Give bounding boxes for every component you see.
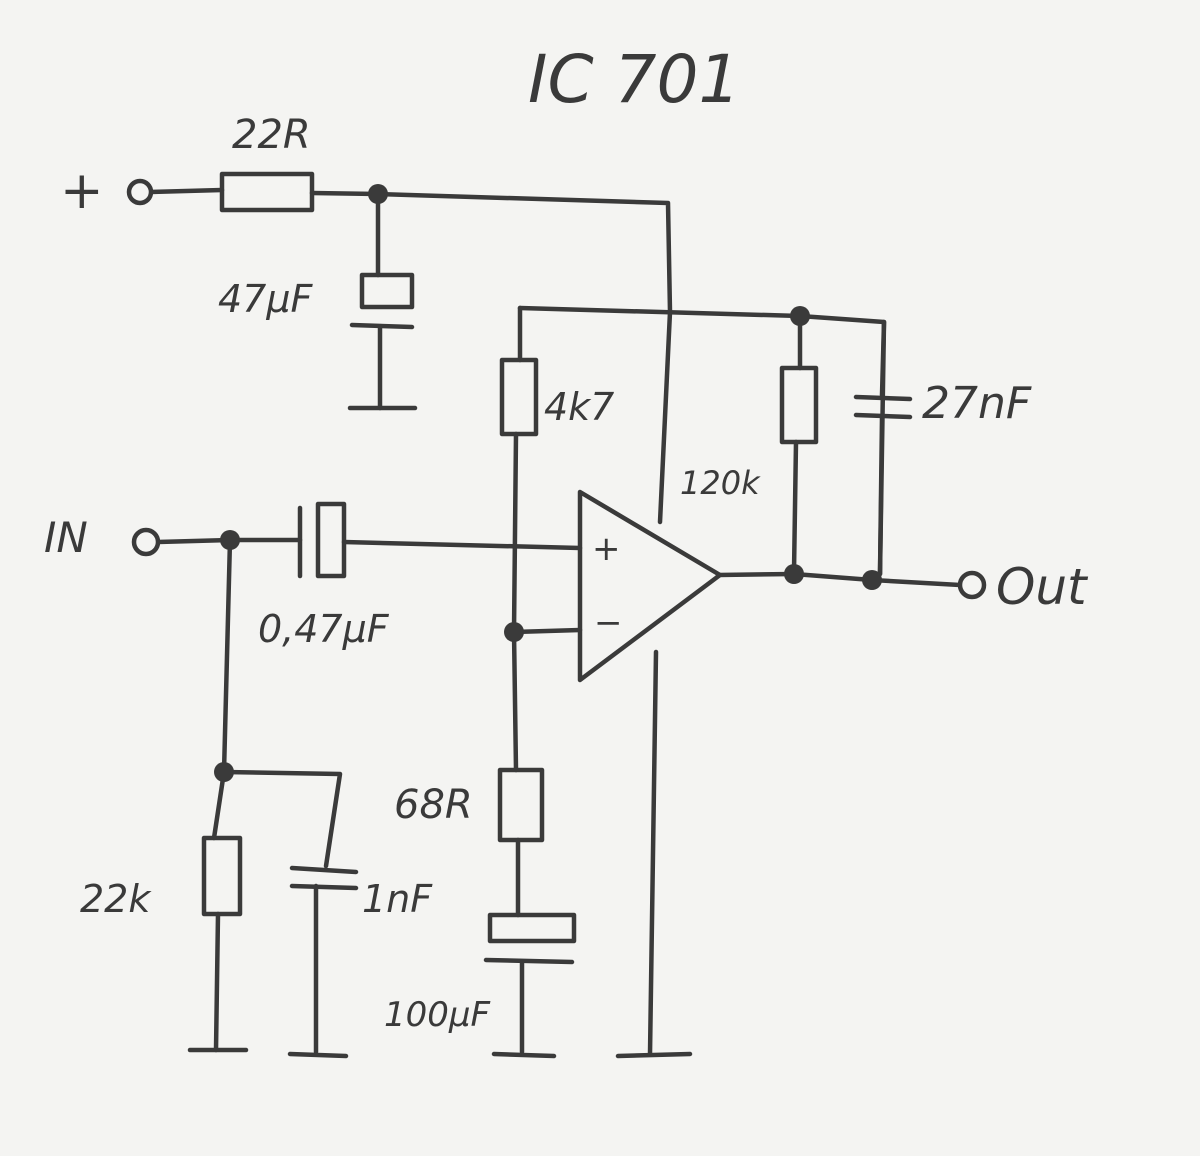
junctions bbox=[214, 184, 882, 782]
ground-symbol-c-filter bbox=[287, 1051, 349, 1059]
junction-input bbox=[220, 530, 240, 550]
resistor-22r bbox=[219, 171, 315, 213]
label-r-supply: 22R bbox=[232, 112, 311, 158]
components bbox=[201, 171, 913, 965]
label-supply-terminal: + bbox=[60, 161, 104, 221]
resistor-68r bbox=[497, 767, 545, 843]
junction-input-filter bbox=[214, 762, 234, 782]
label-input-terminal: IN bbox=[44, 513, 88, 562]
label-output-terminal: Out bbox=[996, 558, 1089, 616]
label-r-input: 22k bbox=[80, 877, 152, 921]
resistor-22k bbox=[201, 835, 243, 917]
opamp-minus-label: − bbox=[594, 603, 623, 643]
junction-top-rail bbox=[790, 306, 810, 326]
capacitor-27nf-lead bbox=[877, 414, 885, 577]
wire-opamp-vcc bbox=[657, 309, 673, 525]
wire-r-input-bottom bbox=[213, 911, 221, 1053]
wire-opamp-gnd bbox=[647, 649, 659, 1057]
wire-cap-to-plus bbox=[341, 539, 583, 551]
capacitor-27nf-plate-top bbox=[853, 394, 913, 402]
label-c-input-filter: 1nF bbox=[362, 877, 433, 921]
capacitor-47uf-neg-plate bbox=[349, 322, 415, 330]
junction-supply bbox=[368, 184, 388, 204]
ground-symbol-c-gain bbox=[491, 1051, 557, 1059]
junction-minus bbox=[504, 622, 524, 642]
terminal-input bbox=[131, 527, 161, 557]
wire-gain-down bbox=[511, 629, 519, 773]
capacitor-47uf-plate bbox=[359, 272, 415, 310]
terminal-output bbox=[957, 570, 987, 600]
terminal-supply bbox=[126, 178, 154, 206]
ground-symbol-opamp bbox=[615, 1051, 693, 1059]
label-c-input: 0,47µF bbox=[258, 607, 390, 651]
wire-bias-bottom bbox=[511, 431, 519, 635]
label-c-feedback: 27nF bbox=[922, 378, 1032, 429]
wire-supply-rail bbox=[309, 190, 673, 315]
capacitor-100uf-plate bbox=[487, 912, 577, 944]
capacitor-100uf-neg-plate bbox=[483, 957, 575, 965]
junction-out-2 bbox=[862, 570, 882, 590]
resistor-120k bbox=[779, 365, 819, 445]
label-c-supply: 47µF bbox=[218, 277, 314, 321]
terminals bbox=[126, 178, 987, 600]
diagram-title: IC 701 bbox=[528, 41, 741, 118]
capacitor-1nf-plate-bottom bbox=[289, 883, 359, 891]
junction-out-1 bbox=[784, 564, 804, 584]
capacitor-1nf-plate-top bbox=[289, 865, 359, 875]
wire-fb-cap-top bbox=[879, 319, 887, 398]
wire-top-rail bbox=[517, 305, 887, 577]
label-r-gain: 68R bbox=[394, 782, 473, 828]
label-r-bias: 4k7 bbox=[544, 385, 614, 429]
wire-fb-res-bottom bbox=[791, 439, 799, 575]
wire-input-down bbox=[211, 537, 233, 841]
resistor-4k7 bbox=[499, 357, 539, 437]
wire-input-filter-top bbox=[221, 769, 343, 869]
wire-supply-in bbox=[147, 187, 225, 195]
wire-minus-input bbox=[511, 627, 583, 635]
capacitor-047uf-plate-right bbox=[315, 501, 347, 579]
label-r-feedback: 120k bbox=[680, 464, 761, 502]
wire-output bbox=[715, 571, 963, 588]
opamp-plus-label: + bbox=[592, 529, 621, 569]
opamp-triangle bbox=[577, 489, 723, 683]
label-c-gain: 100µF bbox=[384, 995, 491, 1035]
labels: IC 701 + IN Out 22R 47µF 4k7 120k 27nF 0… bbox=[44, 41, 1089, 1035]
grounds bbox=[187, 405, 693, 1059]
